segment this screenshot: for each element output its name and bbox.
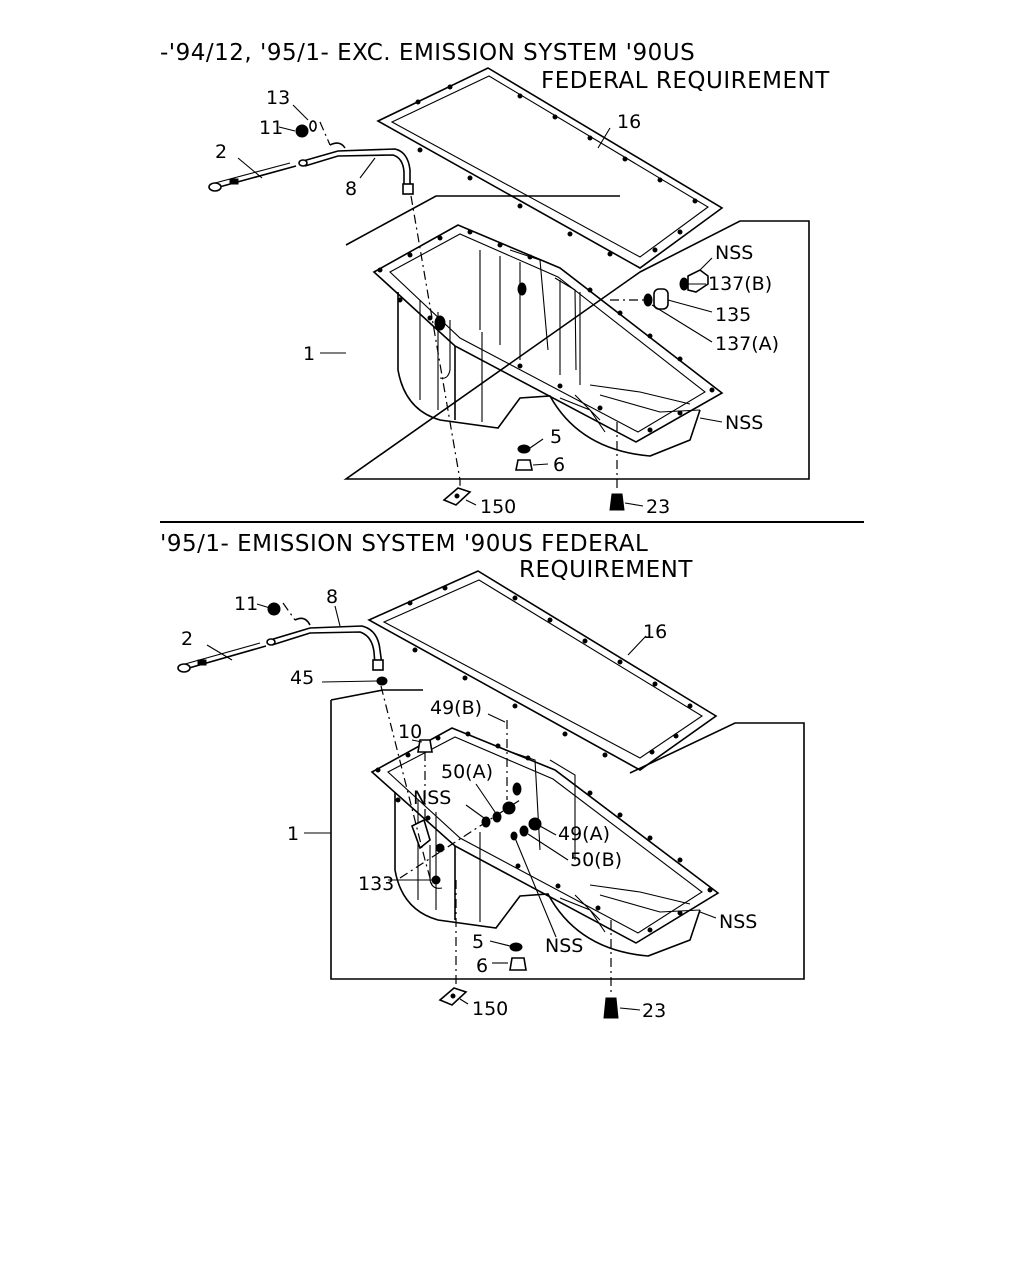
top-heading-line1: -'94/12, '95/1- EXC. EMISSION SYSTEM '90… bbox=[160, 40, 695, 66]
top-label-135: 135 bbox=[715, 304, 751, 326]
top-label-nss-plug: NSS bbox=[715, 242, 753, 264]
top-nut-11 bbox=[295, 124, 309, 138]
top-label-16: 16 bbox=[617, 111, 641, 133]
bottom-heading-line1: '95/1- EMISSION SYSTEM '90US FEDERAL bbox=[160, 531, 648, 557]
bottom-bolt-10 bbox=[417, 739, 433, 753]
bottom-clip-133 bbox=[431, 875, 441, 885]
bottom-label-49a: 49(A) bbox=[558, 823, 610, 845]
top-washer-13 bbox=[309, 120, 317, 132]
bottom-label-10: 10 bbox=[398, 721, 422, 743]
bottom-label-nss-mid: NSS bbox=[545, 935, 583, 957]
bottom-label-133: 133 bbox=[358, 873, 394, 895]
top-label-6: 6 bbox=[553, 454, 565, 476]
bottom-washer-50a bbox=[492, 811, 502, 823]
bottom-oil-pan-1 bbox=[370, 727, 720, 957]
top-plug-6 bbox=[515, 459, 533, 471]
bottom-bracket-150 bbox=[438, 987, 468, 1006]
top-washer-137b bbox=[679, 277, 689, 291]
bottom-label-8: 8 bbox=[326, 586, 338, 608]
bottom-label-5: 5 bbox=[472, 931, 484, 953]
bottom-dipstick-guide-2 bbox=[177, 642, 267, 673]
bottom-bolt-23 bbox=[603, 997, 619, 1019]
top-label-nss-pan: NSS bbox=[725, 412, 763, 434]
top-nss-fitting bbox=[687, 269, 709, 293]
bottom-frame bbox=[330, 689, 805, 980]
bottom-label-6: 6 bbox=[476, 955, 488, 977]
bottom-label-23: 23 bbox=[642, 1000, 666, 1022]
top-label-1: 1 bbox=[303, 343, 315, 365]
bottom-fitting-49b bbox=[502, 801, 516, 815]
top-heading-line2: FEDERAL REQUIREMENT bbox=[541, 68, 830, 94]
top-label-137b: 137(B) bbox=[708, 273, 772, 295]
bottom-label-50b: 50(B) bbox=[570, 849, 622, 871]
bottom-label-49b: 49(B) bbox=[430, 697, 482, 719]
bottom-nut-11 bbox=[267, 602, 281, 616]
bottom-label-1: 1 bbox=[287, 823, 299, 845]
bottom-label-150: 150 bbox=[472, 998, 508, 1020]
top-bracket-150 bbox=[442, 487, 472, 506]
bottom-dipstick-tube-8 bbox=[266, 617, 384, 671]
top-section: -'94/12, '95/1- EXC. EMISSION SYSTEM '90… bbox=[160, 40, 830, 518]
bottom-label-11: 11 bbox=[234, 593, 258, 615]
top-label-2: 2 bbox=[215, 141, 227, 163]
bottom-washer-50b bbox=[519, 825, 529, 837]
top-label-13: 13 bbox=[266, 87, 290, 109]
top-label-5: 5 bbox=[550, 426, 562, 448]
bottom-plug-6 bbox=[509, 957, 527, 971]
bottom-gasket-5 bbox=[509, 942, 523, 952]
top-label-8: 8 bbox=[345, 178, 357, 200]
top-oil-pan-1 bbox=[372, 224, 724, 457]
top-label-137a: 137(A) bbox=[715, 333, 779, 355]
bottom-section: '95/1- EMISSION SYSTEM '90US FEDERAL REQ… bbox=[160, 531, 805, 1022]
bottom-label-50a: 50(A) bbox=[441, 761, 493, 783]
bottom-label-nss-left: NSS bbox=[413, 787, 451, 809]
top-label-23: 23 bbox=[646, 496, 670, 518]
top-label-11: 11 bbox=[259, 117, 283, 139]
top-label-150: 150 bbox=[480, 496, 516, 518]
top-washer-137a bbox=[643, 293, 653, 307]
top-dipstick-tube-8 bbox=[298, 142, 414, 195]
bottom-label-16: 16 bbox=[643, 621, 667, 643]
bottom-fitting-49a bbox=[528, 817, 542, 831]
bottom-gasket-45 bbox=[376, 676, 388, 686]
bottom-label-45: 45 bbox=[290, 667, 314, 689]
bottom-label-nss-pan: NSS bbox=[719, 911, 757, 933]
bottom-heading-line2: REQUIREMENT bbox=[519, 557, 693, 583]
top-frame bbox=[343, 195, 810, 480]
top-gasket-16 bbox=[376, 67, 724, 269]
bottom-label-2: 2 bbox=[181, 628, 193, 650]
top-bolt-23 bbox=[609, 493, 625, 511]
top-dipstick-guide-2 bbox=[208, 162, 297, 192]
bottom-gasket-16 bbox=[367, 570, 718, 771]
top-plug-135 bbox=[653, 288, 669, 310]
top-gasket-5 bbox=[517, 444, 531, 454]
bottom-nss-part bbox=[481, 816, 491, 828]
